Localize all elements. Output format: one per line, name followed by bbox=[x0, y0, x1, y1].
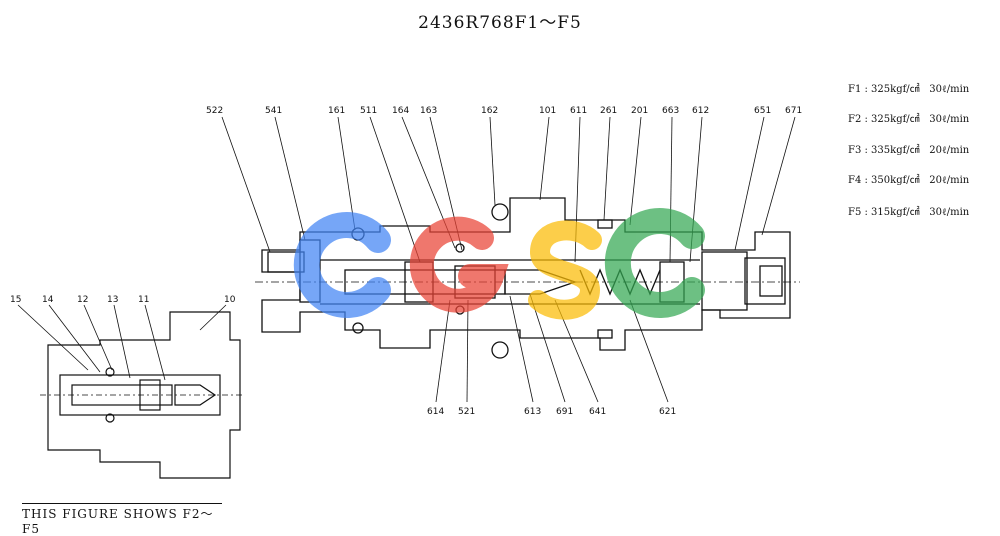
spec-line-f5: F5 : 315kgf/㎠ 30ℓ/min bbox=[848, 203, 969, 218]
part-label: 14 bbox=[42, 295, 54, 305]
part-label: 614 bbox=[427, 407, 444, 417]
watermark-letter-s bbox=[528, 220, 602, 320]
part-label: 521 bbox=[458, 407, 475, 417]
leader-522 bbox=[221, 116, 271, 253]
part-label: 161 bbox=[328, 106, 345, 116]
part-label: 651 bbox=[754, 106, 771, 116]
leader-541 bbox=[274, 116, 306, 241]
leader-621 bbox=[629, 299, 669, 403]
part-label: 522 bbox=[206, 106, 223, 116]
spec-variant: F1 : bbox=[848, 84, 868, 95]
part-label: 101 bbox=[539, 106, 556, 116]
o-ring bbox=[105, 367, 115, 377]
o-ring bbox=[491, 203, 509, 221]
spec-pressure: 325kgf/㎠ bbox=[871, 84, 920, 95]
leader-lines bbox=[17, 116, 796, 403]
part-label: 261 bbox=[600, 106, 617, 116]
adjust-screw bbox=[759, 265, 783, 297]
adjuster-body bbox=[701, 251, 748, 311]
spec-flow: 20ℓ/min bbox=[929, 145, 970, 156]
spec-line-f2: F2 : 325kgf/㎠ 30ℓ/min bbox=[848, 110, 969, 125]
part-label: 162 bbox=[481, 106, 498, 116]
part-label: 511 bbox=[360, 106, 377, 116]
part-label: 541 bbox=[265, 106, 282, 116]
leader-10 bbox=[199, 304, 227, 331]
leader-521 bbox=[466, 299, 469, 403]
seal bbox=[597, 329, 613, 339]
small-valve-outline bbox=[47, 311, 241, 479]
leader-511 bbox=[369, 116, 421, 263]
leader-663 bbox=[669, 116, 673, 263]
part-label: 671 bbox=[785, 106, 802, 116]
watermark-letter-c bbox=[604, 208, 705, 318]
cgsc-watermark-logo bbox=[293, 208, 705, 320]
spec-pressure: 350kgf/㎠ bbox=[871, 175, 920, 186]
spec-flow: 30ℓ/min bbox=[929, 84, 970, 95]
spec-line-f4: F4 : 350kgf/㎠ 20ℓ/min bbox=[848, 171, 969, 186]
diagram-title: 2436R768F1～F5 bbox=[418, 13, 582, 33]
part-label: 611 bbox=[570, 106, 587, 116]
spec-pressure: 315kgf/㎠ bbox=[871, 207, 920, 218]
part-label: 201 bbox=[631, 106, 648, 116]
spec-line-f3: F3 : 335kgf/㎠ 20ℓ/min bbox=[848, 141, 969, 156]
part-label: 12 bbox=[77, 295, 88, 305]
watermark-letter-g bbox=[409, 216, 509, 313]
leader-14 bbox=[48, 304, 101, 373]
leader-201 bbox=[629, 116, 642, 226]
seal bbox=[597, 219, 613, 229]
part-label: 663 bbox=[662, 106, 679, 116]
small-poppet bbox=[174, 384, 217, 406]
leader-101 bbox=[539, 116, 550, 201]
o-ring bbox=[491, 341, 509, 359]
o-ring bbox=[105, 413, 115, 423]
spec-flow: 30ℓ/min bbox=[929, 114, 970, 125]
part-label: 621 bbox=[659, 407, 676, 417]
part-label: 163 bbox=[420, 106, 437, 116]
leader-613 bbox=[509, 295, 534, 403]
leader-671 bbox=[761, 116, 796, 236]
leader-691 bbox=[529, 293, 566, 403]
spec-pressure: 325kgf/㎠ bbox=[871, 114, 920, 125]
o-ring bbox=[455, 243, 465, 253]
spec-variant: F3 : bbox=[848, 145, 868, 156]
spec-variant: F4 : bbox=[848, 175, 868, 186]
spec-variant: F2 : bbox=[848, 114, 868, 125]
small-valve-section bbox=[40, 311, 245, 479]
spec-flow: 20ℓ/min bbox=[929, 175, 970, 186]
o-ring bbox=[352, 322, 364, 334]
leader-15 bbox=[17, 304, 89, 371]
spec-variant: F5 : bbox=[848, 207, 868, 218]
watermark-letter-c bbox=[293, 212, 391, 318]
leader-13 bbox=[113, 304, 131, 379]
part-label: 10 bbox=[224, 295, 236, 305]
part-label: 11 bbox=[138, 295, 149, 305]
poppet-cone bbox=[504, 269, 578, 295]
part-label: 641 bbox=[589, 407, 606, 417]
leader-162 bbox=[489, 116, 496, 206]
part-labels: 522 541 161 511 164 163 162 101 611 261 … bbox=[10, 106, 802, 417]
part-label: 691 bbox=[556, 407, 573, 417]
leader-161 bbox=[337, 116, 356, 231]
spec-flow: 30ℓ/min bbox=[929, 207, 970, 218]
part-label: 613 bbox=[524, 407, 541, 417]
leader-12 bbox=[83, 304, 113, 371]
leader-11 bbox=[144, 304, 166, 381]
leader-261 bbox=[603, 116, 611, 221]
spec-line-f1: F1 : 325kgf/㎠ 30ℓ/min bbox=[848, 80, 969, 95]
part-label: 15 bbox=[10, 295, 21, 305]
lock-nut bbox=[744, 257, 786, 305]
part-label: 612 bbox=[692, 106, 709, 116]
part-label: 13 bbox=[107, 295, 118, 305]
leader-651 bbox=[734, 116, 765, 251]
part-label: 164 bbox=[392, 106, 409, 116]
leader-614 bbox=[435, 299, 451, 403]
spec-pressure: 335kgf/㎠ bbox=[871, 145, 920, 156]
